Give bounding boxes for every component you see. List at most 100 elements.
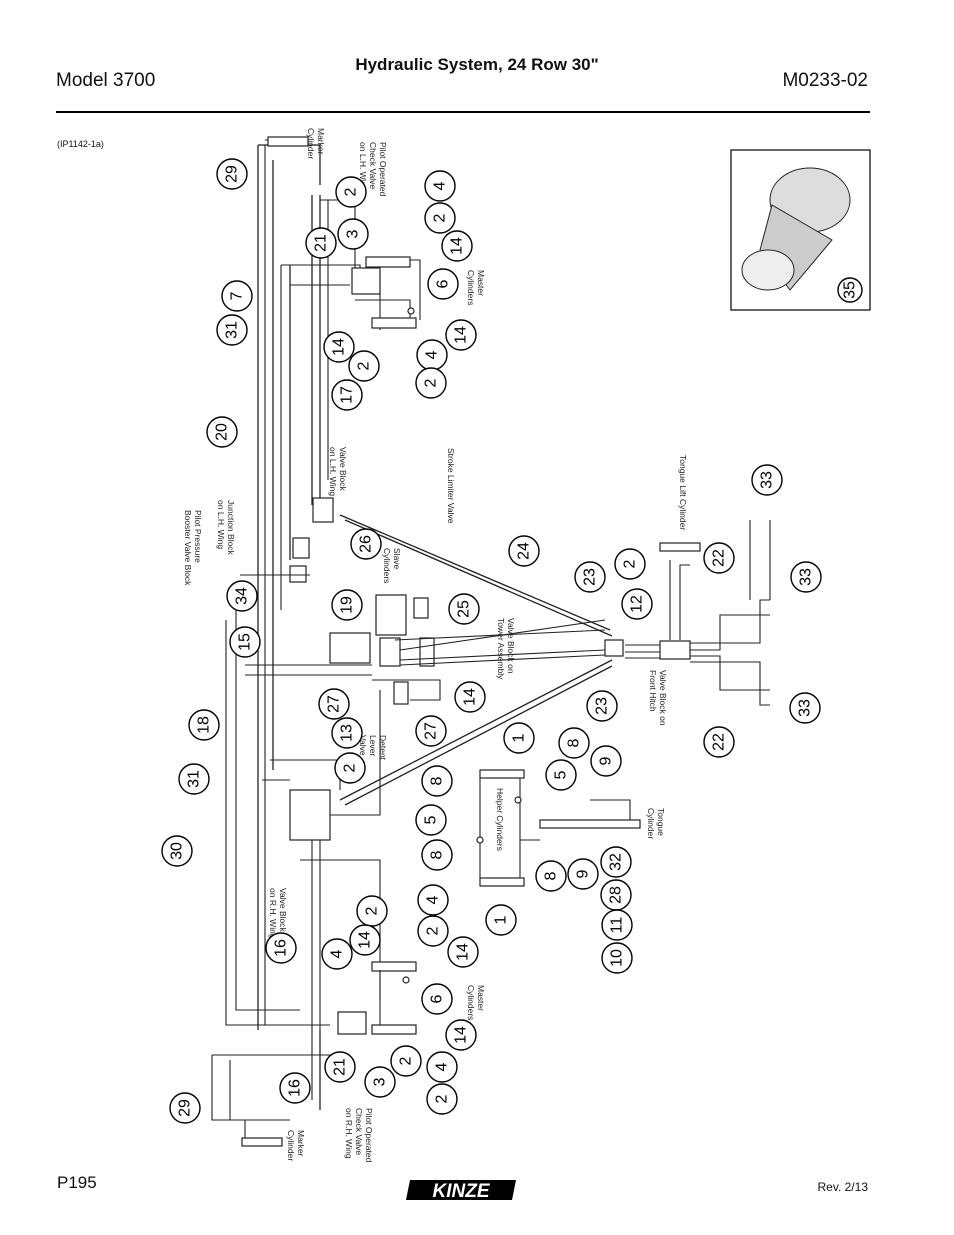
callout-13: 13	[331, 717, 363, 749]
label-stroke-limiter: Stroke Limiter Valve	[446, 448, 456, 524]
label-marker-cyl-top: MarkerCylinder	[306, 128, 326, 159]
callout-3: 3	[364, 1066, 396, 1098]
callout-2: 2	[415, 367, 447, 399]
callout-number: 7	[229, 291, 246, 300]
callout-22: 22	[703, 542, 735, 574]
callout-2: 2	[356, 895, 388, 927]
label-helper-cyl: Helper Cylinders	[495, 788, 505, 851]
callout-circle	[448, 593, 480, 625]
callout-circle	[445, 1019, 477, 1051]
callout-number: 13	[339, 724, 356, 742]
callout-22: 22	[703, 726, 735, 758]
callout-7: 7	[221, 280, 253, 312]
callout-number: 29	[177, 1099, 194, 1117]
callout-number: 33	[797, 699, 814, 717]
callout-number: 14	[462, 688, 479, 706]
callout-number: 14	[357, 931, 374, 949]
callout-29: 29	[216, 158, 248, 190]
callout-2: 2	[390, 1045, 422, 1077]
callout-1: 1	[503, 722, 535, 754]
label-master-cyl-bottom: MasterCylinders	[466, 985, 486, 1020]
callout-circle	[216, 314, 248, 346]
callout-circle	[221, 280, 253, 312]
callout-2: 2	[424, 202, 456, 234]
label-marker-cyl-bottom: MarkerCylinder	[286, 1130, 306, 1161]
callout-18: 18	[188, 709, 220, 741]
label-pilot-check-rh: Pilot OperatedCheck Valveon R.H. Wing	[344, 1108, 374, 1163]
callout-circle	[229, 626, 261, 658]
callout-circle	[454, 681, 486, 713]
callout-2: 2	[334, 752, 366, 784]
document-number: M0233-02	[782, 70, 868, 91]
callout-circle	[703, 542, 735, 574]
callout-number: 2	[364, 906, 381, 915]
callout-number: 29	[224, 165, 241, 183]
callout-number: 14	[453, 1026, 470, 1044]
callout-number: 2	[342, 763, 359, 772]
callout-circle	[601, 909, 633, 941]
callout-number: 4	[434, 1062, 451, 1071]
callout-number: 2	[432, 213, 449, 222]
callout-number: 19	[339, 596, 356, 614]
callout-number: 33	[759, 471, 776, 489]
callout-circle	[703, 726, 735, 758]
callout-circle	[614, 548, 646, 580]
callout-circle	[417, 884, 449, 916]
callout-8: 8	[535, 860, 567, 892]
callout-circle	[305, 227, 337, 259]
label-junction-block: Junction Blockon L.H. Wing	[216, 500, 236, 556]
callout-26: 26	[350, 528, 382, 560]
callout-circle	[349, 924, 381, 956]
callout-circle	[265, 932, 297, 964]
callout-number: 2	[356, 361, 373, 370]
callout-circle	[590, 745, 622, 777]
callout-5: 5	[415, 804, 447, 836]
callout-11: 11	[601, 909, 633, 941]
label-detent-valve: DetentLeverValve	[358, 735, 388, 761]
label-front-hitch: Valve Block onFront Hitch	[648, 670, 668, 726]
callout-3: 3	[337, 218, 369, 250]
callout-2: 2	[426, 1083, 458, 1115]
callout-35: 35	[837, 277, 863, 303]
callout-number: 31	[224, 321, 241, 339]
callout-number: 30	[169, 842, 186, 860]
callout-circle	[279, 1072, 311, 1104]
callout-circle	[790, 561, 822, 593]
callout-circle	[415, 367, 447, 399]
callout-30: 30	[161, 835, 193, 867]
callout-number: 6	[429, 994, 446, 1003]
callout-19: 19	[331, 589, 363, 621]
callout-circle	[417, 915, 449, 947]
model-name: Model 3700	[56, 70, 156, 91]
callout-14: 14	[445, 319, 477, 351]
callout-circle	[323, 331, 355, 363]
callout-8: 8	[558, 727, 590, 759]
callout-number: 18	[196, 716, 213, 734]
callout-circle	[837, 277, 863, 303]
callout-4: 4	[321, 938, 353, 970]
callout-number: 5	[553, 770, 570, 779]
callout-circle	[206, 416, 238, 448]
callout-circle	[390, 1045, 422, 1077]
callout-23: 23	[574, 561, 606, 593]
callout-31: 31	[178, 763, 210, 795]
callout-circle	[503, 722, 535, 754]
illustration-id: (IP1142-1a)	[57, 139, 104, 149]
callout-number: 8	[429, 776, 446, 785]
callout-circle	[331, 379, 363, 411]
callout-number: 5	[423, 815, 440, 824]
label-master-cyl-top: MasterCylinders	[466, 270, 486, 305]
callout-circle	[427, 268, 459, 300]
label-valve-block-rh: Valve Blockon R.H. Wing	[268, 888, 288, 939]
callout-circle	[331, 717, 363, 749]
callout-number: 1	[493, 915, 510, 924]
callout-number: 2	[423, 378, 440, 387]
callout-4: 4	[426, 1051, 458, 1083]
callout-number: 22	[711, 549, 728, 567]
callout-29: 29	[169, 1092, 201, 1124]
callout-number: 4	[432, 181, 449, 190]
callout-number: 34	[234, 587, 251, 605]
callout-24: 24	[508, 535, 540, 567]
label-tower-block: Valve Block onTower Assembly	[496, 618, 516, 680]
kinze-logo: KINZE	[406, 1180, 516, 1202]
